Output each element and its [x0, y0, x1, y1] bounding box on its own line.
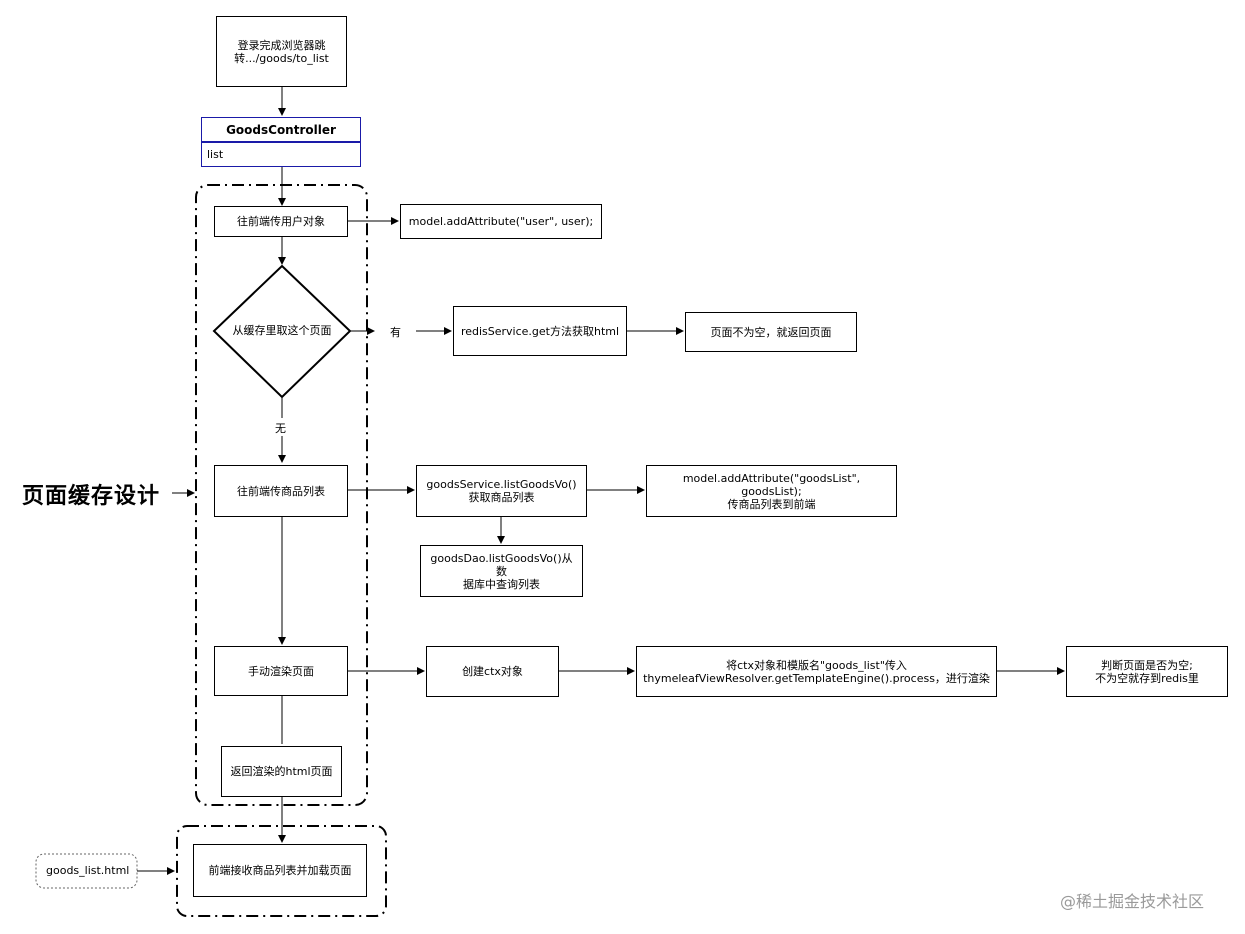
frontend-frame — [176, 825, 387, 917]
check-save-box: 判断页面是否为空; 不为空就存到redis里 — [1066, 646, 1228, 697]
label-none: 无 — [275, 422, 286, 435]
return-html-box: 返回渲染的html页面 — [221, 746, 342, 797]
goods-list-html-shape — [35, 853, 138, 889]
return-page-box: 页面不为空，就返回页面 — [685, 312, 857, 352]
create-ctx-box: 创建ctx对象 — [426, 646, 559, 697]
frontend-box: 前端接收商品列表并加载页面 — [193, 844, 367, 897]
diagram-title: 页面缓存设计 — [22, 484, 161, 509]
goods-dao-box: goodsDao.listGoodsVo()从数 据库中查询列表 — [420, 545, 583, 597]
pass-goods-box: 往前端传商品列表 — [214, 465, 348, 517]
manual-render-box: 手动渲染页面 — [214, 646, 348, 696]
model-goods-box: model.addAttribute("goodsList", goodsLis… — [646, 465, 897, 517]
thymeleaf-box: 将ctx对象和模版名"goods_list"传入 thymeleafViewRe… — [636, 646, 997, 697]
watermark: @稀土掘金技术社区 — [1060, 892, 1205, 911]
goods-service-box: goodsService.listGoodsVo() 获取商品列表 — [416, 465, 587, 517]
goods-list-html-label: goods_list.html — [46, 864, 130, 877]
label-has: 有 — [390, 326, 401, 339]
controller-method: list — [201, 142, 361, 167]
redis-get-box: redisService.get方法获取html — [453, 306, 627, 356]
cache-check-label: 从缓存里取这个页面 — [232, 324, 332, 337]
start-box: 登录完成浏览器跳 转.../goods/to_list — [216, 16, 347, 87]
pass-user-box: 往前端传用户对象 — [214, 206, 348, 237]
model-user-box: model.addAttribute("user", user); — [400, 204, 602, 239]
controller-title: GoodsController — [201, 117, 361, 142]
